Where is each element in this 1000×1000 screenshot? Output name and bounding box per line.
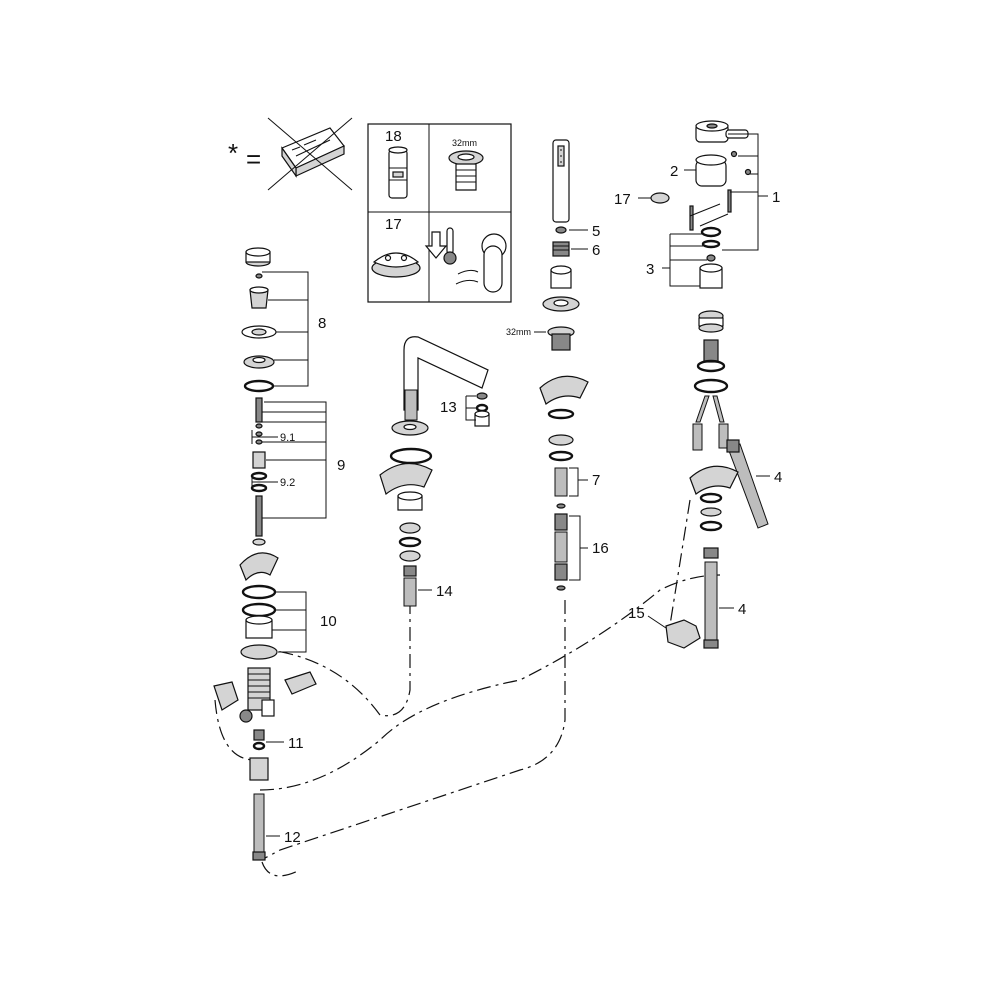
callout-11: 11 (288, 735, 304, 752)
callout-6: 6 (592, 242, 600, 259)
inset-size-label: 32mm (452, 138, 477, 148)
callout-9-2: 9.2 (280, 477, 295, 489)
inset-panel: 18 17 32mm (367, 123, 512, 303)
callout-9: 9 (337, 457, 345, 474)
callout-16: 16 (592, 540, 609, 557)
callout-13: 13 (440, 399, 457, 416)
no-abrasive-cleaner-icon (267, 117, 353, 191)
legend-asterisk: * (228, 138, 238, 168)
callout-8: 8 (318, 315, 326, 332)
callout-10: 10 (320, 613, 337, 630)
callout-3: 3 (646, 261, 654, 278)
inset-label-18: 18 (385, 128, 402, 145)
callout-2: 2 (670, 163, 678, 180)
callout-5: 5 (592, 223, 600, 240)
callout-7: 7 (592, 472, 600, 489)
cartridge-18-icon (388, 146, 408, 199)
callout-1: 1 (772, 189, 780, 206)
temperature-handle-icon (424, 227, 507, 293)
callout-14: 14 (436, 583, 453, 600)
inset-label-17: 17 (385, 216, 402, 233)
callout-9-1: 9.1 (280, 432, 295, 444)
hose-routing-lines (214, 499, 721, 877)
callout-size-32mm: 32mm (506, 327, 531, 337)
spout-assembly: 13 14 (379, 336, 490, 607)
mixer-assembly: 1 2 17 3 4 4 15 (614, 120, 782, 649)
hand-shower-assembly: 5 6 32mm 7 16 (506, 139, 609, 591)
callout-4-upper: 4 (774, 469, 782, 486)
threaded-fitting-icon (448, 150, 484, 191)
callout-15: 15 (628, 605, 645, 622)
left-assembly: 8 9.1 9.2 9 10 11 12 (213, 247, 345, 861)
callout-4-lower: 4 (738, 601, 746, 618)
callout-17: 17 (614, 191, 631, 208)
callout-12: 12 (284, 829, 301, 846)
legend: * = (228, 117, 353, 191)
legend-equals: = (246, 144, 261, 174)
cap-17-icon (371, 252, 421, 278)
